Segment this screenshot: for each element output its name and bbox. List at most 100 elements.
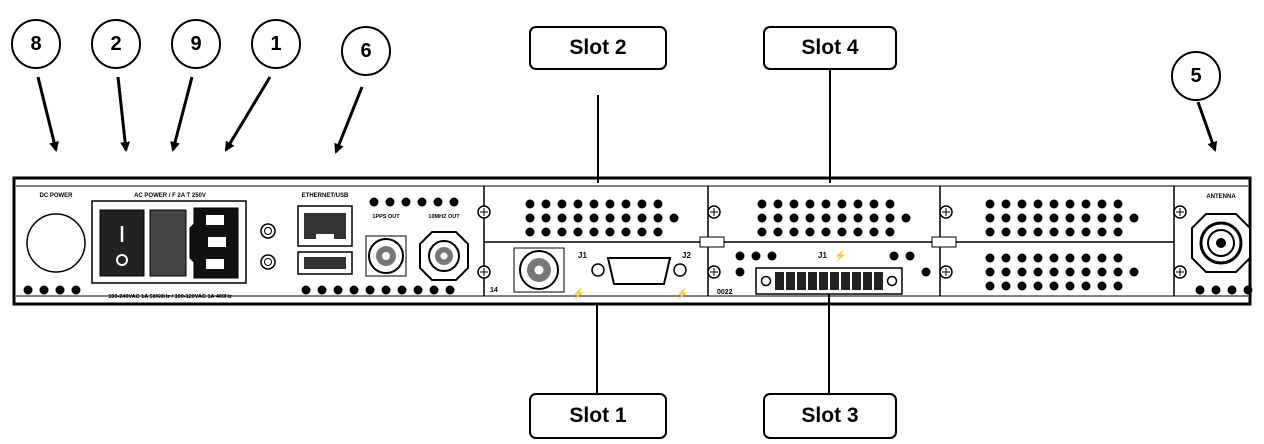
vent-hole (1049, 281, 1059, 291)
vent-hole (429, 285, 439, 295)
vent-hole (23, 285, 33, 295)
vent-hole (653, 199, 663, 209)
vent-hole (1017, 253, 1027, 263)
vent-hole (1097, 267, 1107, 277)
vent-hole (1113, 253, 1123, 263)
vent-hole (1081, 227, 1091, 237)
vent-hole (1033, 281, 1043, 291)
vent-hole (369, 197, 379, 207)
vent-hole (985, 281, 995, 291)
vent-hole (621, 213, 631, 223)
vent-hole (669, 213, 679, 223)
slot1-j2-label: J2 (682, 251, 691, 260)
vent-hole (589, 213, 599, 223)
slot1-db9-connector (606, 257, 672, 285)
vent-hole (735, 267, 745, 277)
vent-hole (637, 213, 647, 223)
vent-hole (605, 213, 615, 223)
antenna-label: ANTENNA (1206, 194, 1236, 200)
vent-hole (1097, 253, 1107, 263)
callout-8: 8 (11, 19, 61, 69)
vent-hole (869, 199, 879, 209)
vent-hole (71, 285, 81, 295)
vent-hole (653, 213, 663, 223)
vent-hole (573, 227, 583, 237)
terminal-pin (797, 272, 806, 290)
vent-hole (433, 197, 443, 207)
vent-hole (381, 285, 391, 295)
vent-hole (317, 285, 327, 295)
vent-hole (1049, 227, 1059, 237)
vent-hole (1001, 227, 1011, 237)
vent-hole (1049, 267, 1059, 277)
vent-hole (1001, 281, 1011, 291)
vent-hole (385, 197, 395, 207)
vent-hole (767, 251, 777, 261)
panel-screw (477, 265, 491, 279)
vent-hole (1001, 267, 1011, 277)
vent-hole (1113, 227, 1123, 237)
vent-hole (1097, 227, 1107, 237)
panel-screw (1173, 265, 1187, 279)
arrow-6 (334, 86, 364, 154)
callout-6: 6 (341, 26, 391, 76)
vent-hole (757, 213, 767, 223)
vent-hole (1195, 285, 1205, 295)
callout-2: 2 (91, 19, 141, 69)
ac-rating-label: 100-240VAC 1A 50/60Hz / 100-120VAC 1A 40… (108, 294, 232, 300)
vent-hole (837, 213, 847, 223)
vent-hole (605, 199, 615, 209)
ground-screw (260, 254, 276, 270)
callout-1: 1 (251, 19, 301, 69)
vent-hole (573, 213, 583, 223)
ac-power-label: AC POWER / F 2A T 250V (134, 193, 206, 199)
mhz-out-label: 10MHZ OUT (428, 214, 460, 220)
vent-hole (1113, 281, 1123, 291)
vent-hole (837, 227, 847, 237)
vent-hole (365, 285, 375, 295)
ethernet-usb-label: ETHERNET/USB (302, 193, 349, 199)
vent-hole (1129, 267, 1139, 277)
panel-screw (707, 205, 721, 219)
vent-hole (621, 227, 631, 237)
vent-hole (1001, 253, 1011, 263)
panel-screw (939, 265, 953, 279)
vent-hole (417, 197, 427, 207)
vent-hole (985, 213, 995, 223)
esd-symbol: ⚡ (676, 287, 688, 300)
terminal-pins (775, 272, 883, 290)
vent-hole (1081, 199, 1091, 209)
vent-hole (1113, 213, 1123, 223)
vent-hole (885, 213, 895, 223)
vent-hole (821, 213, 831, 223)
vent-hole (39, 285, 49, 295)
vent-hole (805, 213, 815, 223)
vent-hole (773, 199, 783, 209)
panel-screw (707, 265, 721, 279)
vent-hole (735, 251, 745, 261)
vent-hole (1097, 199, 1107, 209)
vent-hole (1129, 213, 1139, 223)
arrow-8 (36, 76, 59, 152)
vent-hole (653, 227, 663, 237)
vent-hole (1243, 285, 1253, 295)
vent-hole (1097, 213, 1107, 223)
vent-hole (1065, 281, 1075, 291)
vent-hole (1065, 267, 1075, 277)
vent-hole (853, 199, 863, 209)
vent-hole (1049, 213, 1059, 223)
terminal-pin (830, 272, 839, 290)
vent-hole (885, 227, 895, 237)
vent-hole (1049, 253, 1059, 263)
slot-4-label: Slot 4 (763, 26, 897, 70)
vent-hole (905, 251, 915, 261)
vent-hole (1033, 227, 1043, 237)
vent-hole (1081, 253, 1091, 263)
ground-screw (260, 223, 276, 239)
vent-hole (589, 199, 599, 209)
vent-hole (1001, 199, 1011, 209)
arrow-5 (1196, 101, 1218, 152)
vent-hole (349, 285, 359, 295)
terminal-pin (852, 272, 861, 290)
